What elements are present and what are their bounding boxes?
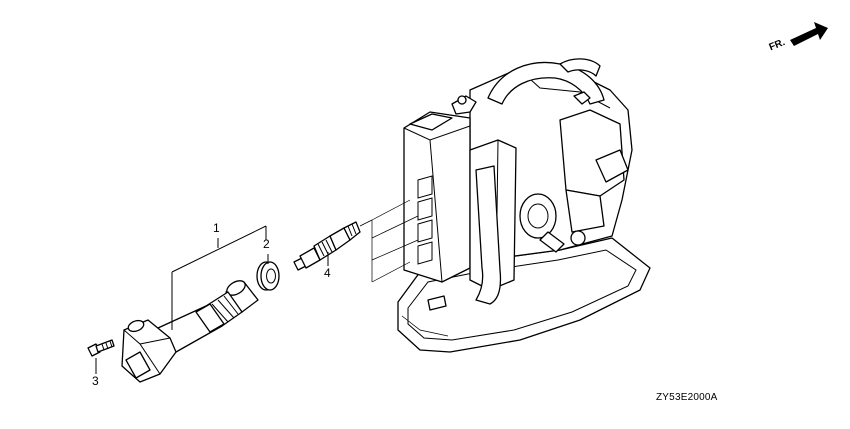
bolt xyxy=(87,339,115,357)
ignition-coil xyxy=(121,280,259,383)
callout-leaders xyxy=(95,225,329,374)
front-direction-arrow-icon xyxy=(790,22,828,46)
coil-bore-2 xyxy=(417,197,433,221)
seal-ring xyxy=(256,261,280,291)
top-hose xyxy=(487,61,605,105)
coil-bore-4 xyxy=(417,241,433,265)
engine-block xyxy=(397,58,651,353)
callout-2: 2 xyxy=(263,237,270,251)
coil-bore-3 xyxy=(417,219,433,243)
diagram-code: ZY53E2000A xyxy=(656,392,718,403)
coil-bore-1 xyxy=(417,175,433,199)
installation-bracket-lines xyxy=(359,199,419,283)
callout-4: 4 xyxy=(324,266,331,280)
callout-1: 1 xyxy=(213,221,220,235)
starter-motor xyxy=(519,193,557,239)
vertical-hose xyxy=(475,165,502,305)
spark-plug xyxy=(293,221,361,271)
callout-3: 3 xyxy=(92,374,99,388)
